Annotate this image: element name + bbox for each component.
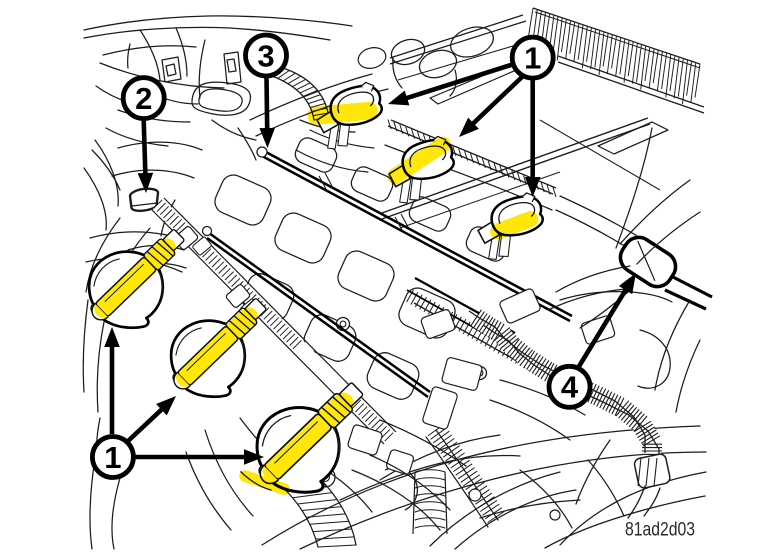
- svg-text:3: 3: [257, 38, 274, 73]
- svg-text:2: 2: [135, 81, 152, 116]
- svg-text:81ad2d03: 81ad2d03: [625, 520, 695, 541]
- svg-text:4: 4: [561, 370, 579, 405]
- svg-text:1: 1: [104, 440, 121, 475]
- svg-text:1: 1: [524, 40, 541, 75]
